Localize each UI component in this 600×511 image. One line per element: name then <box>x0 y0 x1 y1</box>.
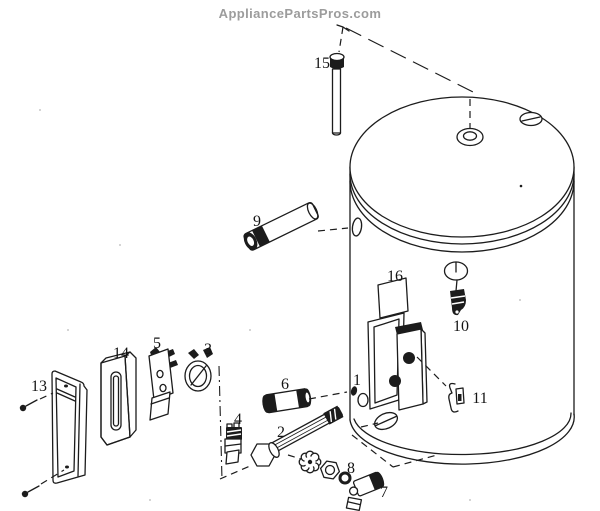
part-label-2: 2 <box>277 424 285 441</box>
part-15-anode-rod <box>329 52 345 136</box>
part-label-1: 1 <box>353 372 361 389</box>
part-label-10: 10 <box>453 318 469 335</box>
element-access-panel <box>367 312 428 411</box>
cover-screw-bottom <box>21 485 40 498</box>
part-16-rating-plate <box>377 277 409 319</box>
part-label-11: 11 <box>472 390 487 407</box>
part-10-plug-assembly <box>443 261 469 316</box>
part-labels: 1 2 3 4 5 6 7 8 9 10 11 13 14 15 16 <box>31 55 488 501</box>
part-14-insulation-pad <box>100 351 137 446</box>
part-label-6: 6 <box>281 376 289 393</box>
site-title: AppliancePartsPros.com <box>218 6 382 21</box>
part-label-15: 15 <box>314 55 330 72</box>
part-6-nipple <box>262 388 312 414</box>
side-port <box>351 217 363 237</box>
part-label-14: 14 <box>113 345 129 362</box>
tank-body <box>349 96 575 465</box>
drain-boss <box>373 411 399 431</box>
part-label-8: 8 <box>347 460 355 477</box>
part-7-drain-valve <box>345 471 385 511</box>
part-label-5: 5 <box>153 335 161 352</box>
part-5-bracket <box>148 347 178 421</box>
part-label-3: 3 <box>204 341 212 358</box>
cover-screw-top <box>19 399 38 412</box>
part-label-16: 16 <box>387 268 403 285</box>
part-1-gasket <box>350 386 369 408</box>
part-4-thermostat <box>224 422 242 465</box>
part-label-7: 7 <box>380 484 388 501</box>
part-label-13: 13 <box>31 378 47 395</box>
scan-noise <box>39 109 561 501</box>
hex-nut <box>319 460 341 480</box>
part-label-4: 4 <box>234 411 242 428</box>
boundary-line <box>218 365 223 481</box>
part-13-outer-cover <box>51 370 88 484</box>
part-3-ring-clamp <box>184 347 213 392</box>
part-11-clip <box>448 382 465 413</box>
anode-port <box>456 127 484 147</box>
part-8-ring <box>338 471 352 485</box>
part-label-9: 9 <box>253 213 261 230</box>
part-9-pipe-nipple <box>243 201 319 251</box>
leader-lines <box>39 24 478 485</box>
part-2-heating-element <box>250 405 344 467</box>
star-knob <box>298 450 322 474</box>
top-plug <box>519 111 543 127</box>
